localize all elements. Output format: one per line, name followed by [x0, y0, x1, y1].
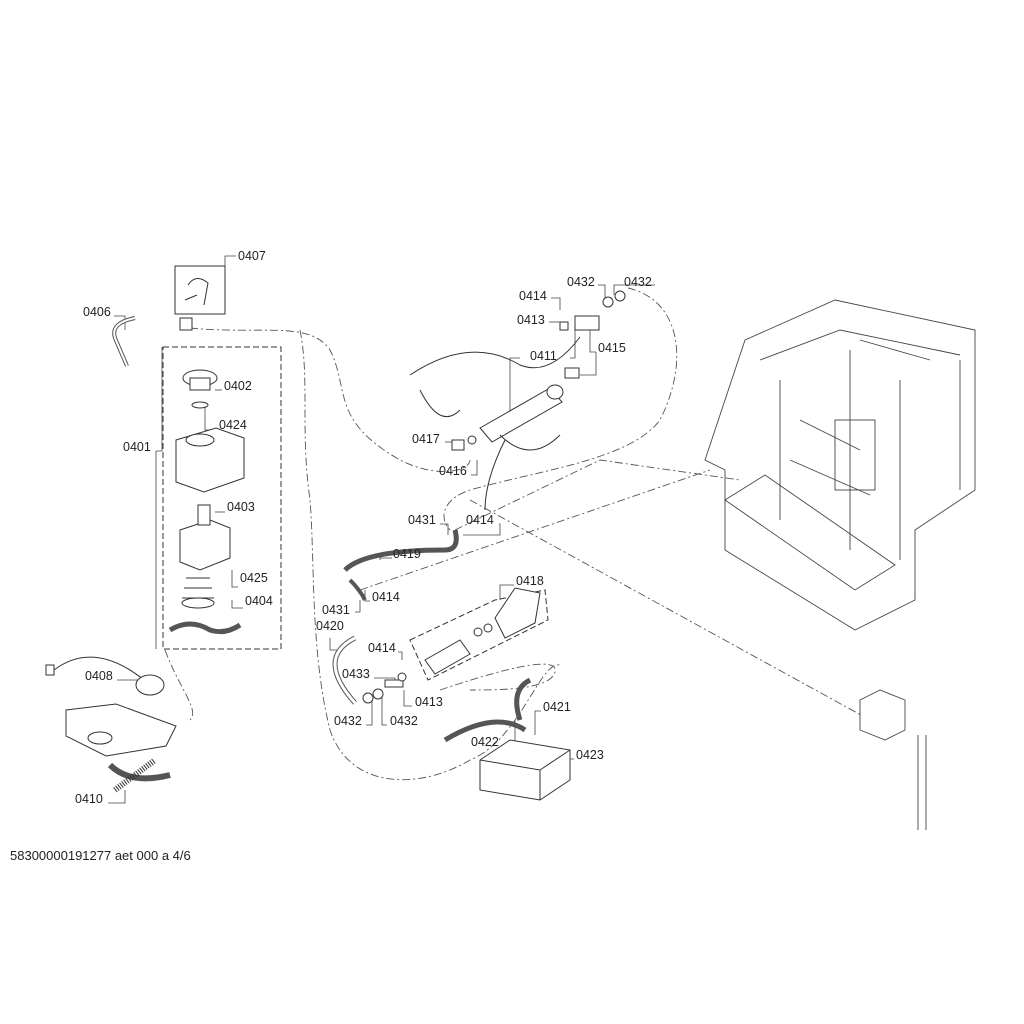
connection-lines: [164, 287, 871, 781]
part-label: 0432: [390, 714, 418, 728]
part-label: 0421: [543, 700, 571, 714]
assembly-0401-box: [162, 346, 282, 650]
part-label: 0413: [415, 695, 443, 709]
part-label: 0407: [238, 249, 266, 263]
part-label: 0402: [224, 379, 252, 393]
machine-chassis: [704, 299, 976, 830]
part-label: 0424: [219, 418, 247, 432]
part-label: 0401: [123, 440, 151, 454]
part-label: 0418: [516, 574, 544, 588]
part-label: 0420: [316, 619, 344, 633]
part-label: 0406: [83, 305, 111, 319]
heater-shapes: [409, 290, 626, 511]
part-label: 0403: [227, 500, 255, 514]
leader-lines: [108, 255, 655, 804]
part-label: 0433: [342, 667, 370, 681]
part-label: 0431: [408, 513, 436, 527]
part-label: 0414: [372, 590, 400, 604]
part-label: 0410: [75, 792, 103, 806]
part-label: 0431: [322, 603, 350, 617]
part-label: 0414: [368, 641, 396, 655]
part-label: 0408: [85, 669, 113, 683]
part-label: 0411: [530, 349, 557, 363]
part-label: 0419: [393, 547, 421, 561]
part-label: 0414: [519, 289, 547, 303]
part-label: 0422: [471, 735, 499, 749]
part-label: 0413: [517, 313, 545, 327]
part-label: 0423: [576, 748, 604, 762]
detail-0407-box: [174, 265, 226, 315]
drawing-reference-footer: 58300000191277 aet 000 a 4/6: [10, 848, 191, 863]
part-label: 0414: [466, 513, 494, 527]
part-label: 0432: [624, 275, 652, 289]
part-label: 0416: [439, 464, 467, 478]
part-label: 0432: [334, 714, 362, 728]
part-label: 0417: [412, 432, 440, 446]
assembly-0418-box: [409, 589, 549, 681]
hose-shapes: [332, 529, 571, 801]
part-label: 0432: [567, 275, 595, 289]
part-label: 0425: [240, 571, 268, 585]
part-label: 0415: [598, 341, 626, 355]
part-label: 0404: [245, 594, 273, 608]
part-shapes: [45, 278, 245, 793]
